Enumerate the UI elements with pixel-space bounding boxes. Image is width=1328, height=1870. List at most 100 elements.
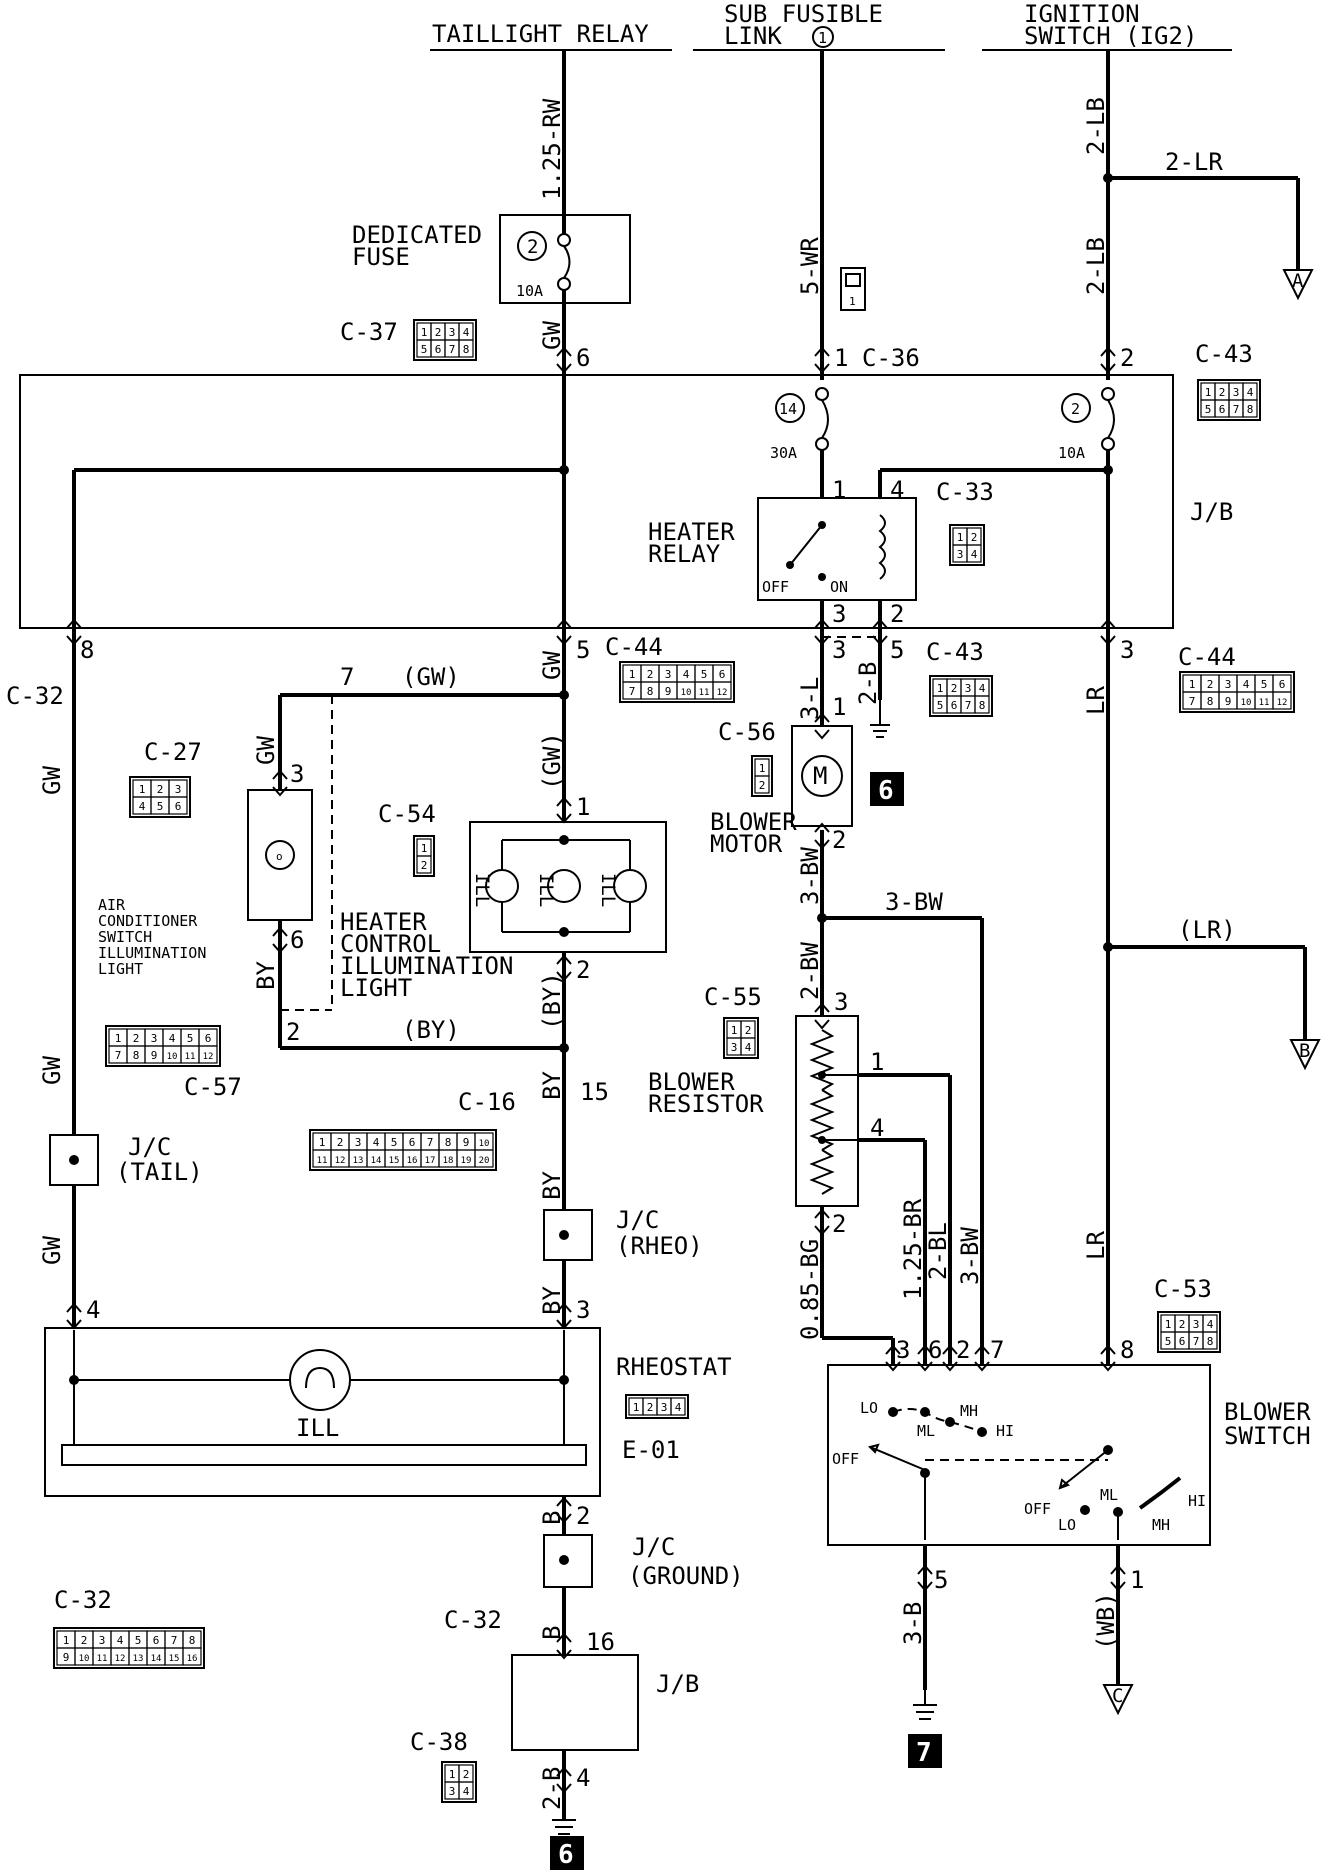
svg-text:4: 4 [890, 476, 904, 504]
connector-pin-label: 12 [717, 688, 728, 698]
connector-pin-label: 1 [1189, 678, 1196, 691]
svg-text:(GW): (GW) [402, 663, 460, 691]
connector-pin-label: 9 [665, 685, 672, 698]
svg-text:OFF: OFF [762, 578, 789, 596]
terminal-arrow [814, 346, 830, 357]
connector-pin-label: 2 [1219, 386, 1226, 399]
terminal-arrow [556, 954, 572, 965]
connector-labels: C-37 C-36 C-43 C-33 C-44 C-43 C-44 C-32 … [6, 318, 1253, 1756]
connector-pin-label: 10 [167, 1052, 178, 1062]
terminal-arrow [556, 363, 572, 374]
connector-pin-label: 7 [1233, 403, 1240, 416]
svg-text:LR: LR [1082, 686, 1110, 715]
svg-text:6: 6 [576, 344, 590, 372]
svg-text:2-LB: 2-LB [1082, 97, 1110, 155]
connector-pin-label: 1 [139, 783, 146, 796]
ground-badge-6 [870, 772, 904, 806]
connector-pin-label: 1 [1165, 1318, 1172, 1331]
heater-relay: HEATER RELAY OFF ON [648, 497, 917, 601]
connector-pin-label: 3 [1193, 1318, 1200, 1331]
svg-text:C-32: C-32 [54, 1586, 112, 1614]
connector-pin-label: 2 [435, 326, 442, 339]
terminal-arrow [556, 1766, 572, 1777]
terminal-arrow [814, 1208, 830, 1219]
terminal-arrow [917, 1344, 933, 1355]
connector-pin-label: 6 [719, 668, 726, 681]
connector-pin-label: 5 [157, 800, 164, 813]
terminal-arrow [917, 1581, 933, 1592]
connector-pin-label: 4 [683, 668, 690, 681]
fuse-14: 14 30A [770, 387, 829, 462]
terminal-arrow [942, 1344, 958, 1355]
svg-text:ILLUMINATION: ILLUMINATION [340, 952, 513, 980]
connector-pin-label: 4 [971, 548, 978, 561]
svg-text:AIR: AIR [98, 896, 126, 914]
connector-pin-label: 5 [1261, 678, 1268, 691]
terminal-arrow [814, 712, 830, 723]
svg-text:6: 6 [878, 776, 894, 806]
svg-text:C-55: C-55 [704, 983, 762, 1011]
svg-text:GW: GW [38, 1056, 66, 1085]
junction-block-outline [19, 374, 1174, 629]
svg-text:C-33: C-33 [936, 478, 994, 506]
connector-pin-label: 2 [133, 1032, 140, 1045]
svg-text:MH: MH [960, 1402, 978, 1420]
connector-pin-label: 3 [175, 783, 182, 796]
connector-pin-label: 2 [647, 668, 654, 681]
svg-text:2: 2 [286, 1018, 300, 1046]
svg-text:5: 5 [890, 636, 904, 664]
connector-pin-label: 12 [335, 1156, 346, 1166]
connector-pin-label: 12 [115, 1654, 126, 1664]
heater-relay-label-2: RELAY [648, 540, 721, 568]
svg-text:10A: 10A [1058, 444, 1085, 462]
svg-text:C-16: C-16 [458, 1088, 516, 1116]
connector-pin-label: 2 [647, 1401, 654, 1414]
connector-pin-label: 5 [937, 699, 944, 712]
svg-text:HI: HI [996, 1422, 1014, 1440]
connector-pin-label: 11 [1259, 698, 1270, 708]
svg-text:3: 3 [1120, 636, 1134, 664]
terminal-arrow [556, 1496, 572, 1507]
offpage-c [1102, 1684, 1134, 1716]
connector-pin-label: 4 [1247, 386, 1254, 399]
connector-pin-label: 8 [1207, 695, 1214, 708]
svg-text:C-54: C-54 [378, 800, 436, 828]
connector-pin-label: 11 [97, 1654, 108, 1664]
connector-pin-label: 1 [629, 668, 636, 681]
terminal-arrow [556, 635, 572, 646]
connector-pin-label: 7 [427, 1136, 434, 1149]
connector-pin-label: 10 [79, 1654, 90, 1664]
svg-text:2-BL: 2-BL [924, 1222, 952, 1280]
svg-text:(BY): (BY) [538, 972, 566, 1030]
svg-text:5: 5 [934, 1566, 948, 1594]
svg-text:o: o [276, 850, 283, 863]
terminal-arrows [66, 346, 1126, 1794]
connector-pin-label: 2 [951, 682, 958, 695]
svg-text:(WB): (WB) [1092, 1592, 1120, 1650]
terminal-arrow [1100, 346, 1116, 357]
connector-pin-label: 2 [1179, 1318, 1186, 1331]
connector-pin-label: 5 [701, 668, 708, 681]
ground-symbol [870, 700, 890, 738]
terminal-arrow [556, 618, 572, 629]
connector-pin-label: 14 [371, 1156, 382, 1166]
svg-text:LO: LO [860, 1399, 878, 1417]
svg-text:2-LR: 2-LR [1165, 148, 1223, 176]
connector-pin-label: 7 [115, 1049, 122, 1062]
jc-rheo: J/C (RHEO) [543, 1206, 703, 1261]
terminal-arrow [1110, 1581, 1126, 1592]
svg-text:BY: BY [538, 1171, 566, 1200]
connector-pin-label: 4 [1243, 678, 1250, 691]
terminal-arrow [814, 822, 830, 833]
svg-text:1: 1 [832, 693, 846, 721]
svg-text:B: B [1299, 1040, 1310, 1062]
connector-pin-label: 4 [139, 800, 146, 813]
terminal-arrow [974, 1361, 990, 1372]
terminal-arrow [1100, 363, 1116, 374]
svg-text:MH: MH [1152, 1516, 1170, 1534]
